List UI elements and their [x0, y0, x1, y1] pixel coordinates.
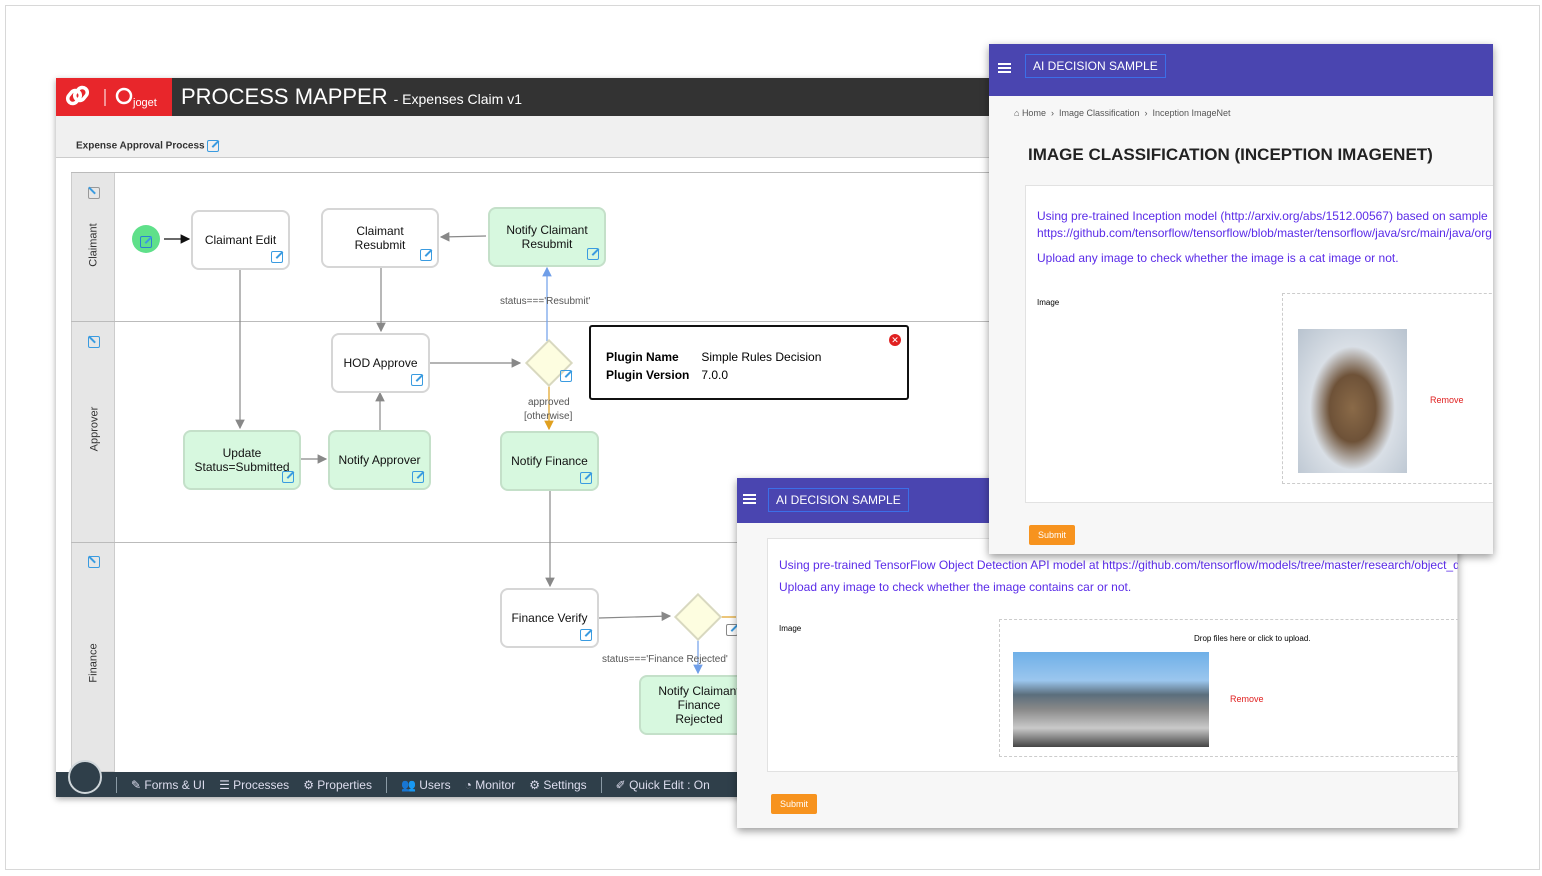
- file-dropzone[interactable]: Remove: [1282, 293, 1493, 484]
- lane-header-column: Claimant Approver Finance: [71, 172, 115, 772]
- description-text: Using pre-trained TensorFlow Object Dete…: [779, 558, 1458, 572]
- edit-icon[interactable]: [282, 471, 294, 483]
- lane-divider: [71, 172, 990, 173]
- logo-area: joget: [56, 78, 172, 116]
- app-title: PROCESS MAPPER: [181, 84, 388, 109]
- edit-icon[interactable]: [587, 248, 599, 260]
- home-logo-icon[interactable]: [68, 760, 102, 794]
- nav-processes[interactable]: ☰ Processes: [219, 777, 290, 792]
- edge-label-finance-rejected: status==='Finance Rejected': [602, 654, 728, 665]
- page-title: IMAGE CLASSIFICATION (INCEPTION IMAGENET…: [1028, 145, 1433, 164]
- dropzone-hint: Drop files here or click to upload.: [1194, 634, 1311, 643]
- description-text: Using pre-trained Inception model (http:…: [1037, 209, 1488, 223]
- node-hod-approve[interactable]: HOD Approve: [331, 333, 430, 393]
- nav-monitor[interactable]: ◔ Monitor: [464, 777, 516, 792]
- edit-icon[interactable]: [271, 251, 283, 263]
- process-toolbar: Expense Approval Process: [56, 116, 990, 158]
- image-classification-window: AI DECISION SAMPLE ⌂ Home › Image Classi…: [989, 44, 1493, 554]
- node-update-status[interactable]: Update Status=Submitted: [183, 430, 301, 490]
- edge-label-resubmit: status==='Resubmit': [500, 296, 591, 307]
- node-notify-finance[interactable]: Notify Finance: [500, 431, 599, 491]
- edit-icon[interactable]: [140, 235, 152, 248]
- form-card: Using pre-trained Inception model (http:…: [1025, 185, 1493, 503]
- remove-link[interactable]: Remove: [1430, 395, 1464, 405]
- form-card: Using pre-trained TensorFlow Object Dete…: [767, 538, 1458, 772]
- app-title[interactable]: AI DECISION SAMPLE: [768, 488, 909, 512]
- description-text: Upload any image to check whether the im…: [1037, 251, 1399, 265]
- close-icon[interactable]: ✕: [889, 334, 901, 346]
- menu-icon[interactable]: [743, 494, 756, 496]
- app-subtitle: - Expenses Claim v1: [393, 91, 522, 107]
- nav-quick-edit[interactable]: ✐ Quick Edit : On: [615, 777, 710, 792]
- submit-button[interactable]: Submit: [771, 794, 818, 814]
- process-name: Expense Approval Process: [76, 140, 220, 152]
- submit-button[interactable]: Submit: [1029, 525, 1076, 545]
- app-title[interactable]: AI DECISION SAMPLE: [1025, 54, 1166, 78]
- uploaded-city-image: [1013, 652, 1209, 747]
- node-notify-claimant-resubmit[interactable]: Notify Claimant Resubmit: [488, 207, 606, 267]
- breadcrumb-item: Inception ImageNet: [1152, 108, 1231, 118]
- description-text: https://github.com/tensorflow/tensorflow…: [1037, 226, 1492, 240]
- file-dropzone[interactable]: Drop files here or click to upload. Remo…: [999, 619, 1458, 757]
- edit-icon[interactable]: [411, 374, 423, 386]
- joget-logo-icon: joget: [65, 85, 157, 109]
- svg-text:joget: joget: [132, 97, 157, 109]
- edit-icon[interactable]: [580, 472, 592, 484]
- remove-link[interactable]: Remove: [1230, 694, 1264, 704]
- description-text: Upload any image to check whether the im…: [779, 580, 1132, 594]
- lane-divider: [71, 321, 990, 322]
- edge-label-otherwise: [otherwise]: [524, 411, 573, 422]
- menu-icon[interactable]: [998, 63, 1011, 65]
- node-finance-verify[interactable]: Finance Verify: [500, 588, 599, 648]
- node-claimant-resubmit[interactable]: Claimant Resubmit: [321, 208, 439, 268]
- edit-icon[interactable]: [412, 471, 424, 483]
- breadcrumb-home[interactable]: ⌂ Home: [1014, 108, 1046, 118]
- field-label: Image: [1037, 298, 1060, 307]
- screenshot-frame: [5, 5, 1540, 870]
- nav-properties[interactable]: ⚙ Properties: [303, 777, 372, 792]
- breadcrumb: ⌂ Home › Image Classification › Inceptio…: [1014, 108, 1231, 118]
- nav-settings[interactable]: ⚙ Settings: [529, 777, 587, 792]
- app-header: PROCESS MAPPER - Expenses Claim v1: [172, 78, 990, 116]
- lane-divider: [71, 542, 990, 543]
- nav-users[interactable]: 👥 Users: [400, 777, 451, 792]
- uploaded-cat-image: [1298, 329, 1407, 473]
- field-label: Image: [779, 624, 802, 633]
- edit-icon[interactable]: [560, 369, 573, 382]
- breadcrumb-item[interactable]: Image Classification: [1058, 108, 1140, 118]
- nav-forms-ui[interactable]: ✎ Forms & UI: [131, 777, 206, 792]
- edit-icon[interactable]: [580, 629, 592, 641]
- edit-icon[interactable]: [420, 249, 432, 261]
- node-notify-approver[interactable]: Notify Approver: [328, 430, 431, 490]
- app-header: AI DECISION SAMPLE: [989, 44, 1493, 96]
- edit-icon[interactable]: [207, 140, 220, 152]
- edge-label-approved: approved: [528, 397, 570, 408]
- node-claimant-edit[interactable]: Claimant Edit: [191, 210, 290, 270]
